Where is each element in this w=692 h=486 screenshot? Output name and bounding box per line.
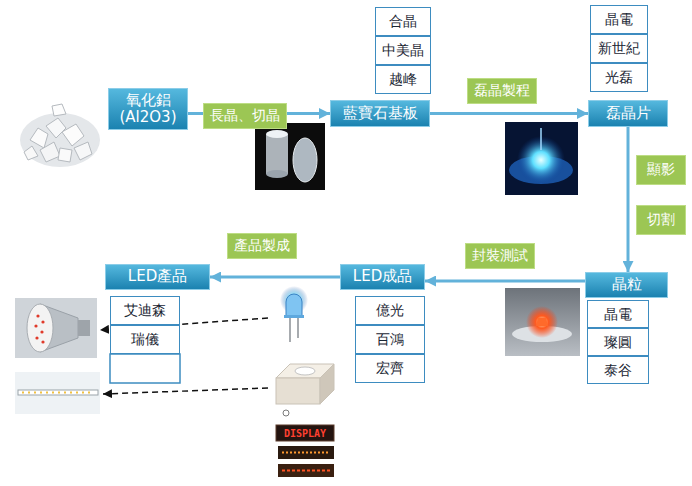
company-box: 宏齊 <box>355 354 425 383</box>
material-box: 氧化鋁 (Al2O3) <box>108 88 188 130</box>
company-box: 晶電 <box>587 300 649 328</box>
led-chip <box>505 288 580 356</box>
company-box: 越峰 <box>375 65 431 94</box>
box-text: 新世紀 <box>598 40 640 56</box>
box-text: 晶電 <box>605 11 633 27</box>
process-box: LED產品 <box>105 264 210 290</box>
empty-list-box <box>110 354 180 383</box>
box-text: 中美晶 <box>382 42 424 58</box>
box-text: 合晶 <box>389 13 417 29</box>
company-box: 中美晶 <box>375 36 431 65</box>
flow-arrow <box>430 112 588 115</box>
box-text: LED成品 <box>353 268 412 285</box>
flow-arrow <box>425 280 585 283</box>
box-text: 氧化鋁 (Al2O3) <box>113 92 183 127</box>
company-box: 百鴻 <box>355 325 425 354</box>
edge-label: 磊晶製程 <box>467 78 537 104</box>
dashed-pointer <box>100 318 268 394</box>
sign-text: DISPLAY <box>276 425 334 441</box>
sapphire-substrate <box>255 123 325 190</box>
company-box: 光磊 <box>590 63 648 92</box>
display-signs <box>276 425 334 477</box>
smd-led <box>276 364 334 416</box>
box-text: 璨圓 <box>604 334 632 350</box>
edge-label: 封裝測試 <box>465 243 535 269</box>
box-text: 億光 <box>376 302 404 318</box>
company-box: 新世紀 <box>590 34 648 63</box>
process-box: 磊晶片 <box>588 100 668 127</box>
flow-arrow <box>627 127 630 272</box>
box-text: 磊晶片 <box>606 105 651 122</box>
company-box: 艾迪森 <box>110 296 180 325</box>
edge-label: 長晶、切晶 <box>203 103 287 129</box>
edge-label: 產品製成 <box>227 233 297 259</box>
step-label: 切割 <box>636 205 686 235</box>
company-box: 晶電 <box>590 5 648 34</box>
led-strip <box>15 372 100 414</box>
epi-wafer <box>505 122 578 195</box>
box-text: 越峰 <box>389 71 417 87</box>
process-box: 藍寶石基板 <box>330 100 430 127</box>
box-text: 宏齊 <box>376 360 404 376</box>
company-box: 合晶 <box>375 7 431 36</box>
company-box: 瑞儀 <box>110 325 180 354</box>
process-box: 晶粒 <box>585 272 668 298</box>
box-text: LED產品 <box>128 268 187 285</box>
alumina-powder <box>20 104 100 167</box>
company-box: 億光 <box>355 296 425 325</box>
process-box: LED成品 <box>340 264 425 290</box>
box-text: 晶電 <box>604 306 632 322</box>
step-label: 顯影 <box>636 155 686 185</box>
company-box: 泰谷 <box>587 356 649 384</box>
box-text: 藍寶石基板 <box>343 105 418 122</box>
box-text: 艾迪森 <box>124 302 166 318</box>
led-bulb <box>15 298 97 358</box>
box-text: 光磊 <box>605 69 633 85</box>
company-box: 璨圓 <box>587 328 649 356</box>
box-text: 瑞儀 <box>131 331 159 347</box>
box-text: 泰谷 <box>604 362 632 378</box>
box-text: 百鴻 <box>376 331 404 347</box>
flow-arrow <box>210 276 340 279</box>
led-lamp <box>280 286 308 342</box>
box-text: 晶粒 <box>612 276 642 293</box>
